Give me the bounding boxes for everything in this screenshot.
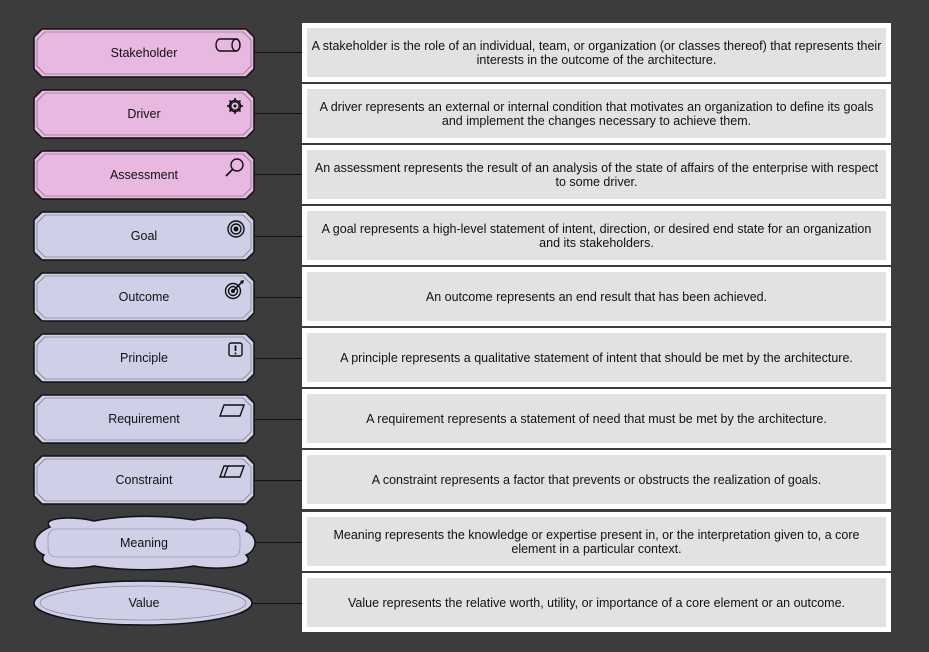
row-principle: Principle A principle represents a quali… [0, 328, 929, 389]
assessment-node[interactable] [33, 150, 255, 200]
row-constraint: Constraint A constraint represents a fac… [0, 450, 929, 511]
row-assessment: Assessment An assessment represents the … [0, 145, 929, 206]
goal-icon [227, 220, 245, 238]
outcome-node[interactable] [33, 272, 255, 322]
connector-line [250, 358, 302, 359]
description-box: A goal represents a high-level statement… [302, 206, 891, 265]
requirement-node[interactable] [33, 394, 255, 444]
meaning-label: Meaning [120, 536, 168, 550]
row-goal: Goal A goal represents a high-level stat… [0, 206, 929, 267]
goal-description: A goal represents a high-level statement… [307, 211, 886, 260]
connector-line [250, 603, 302, 604]
row-driver: Driver A driver represents an external o… [0, 84, 929, 145]
value-label: Value [128, 596, 160, 610]
value-ellipse-icon[interactable] [33, 579, 254, 627]
driver-label: Driver [127, 107, 161, 121]
assessment-label: Assessment [109, 168, 179, 182]
description-box: Value represents the relative worth, uti… [302, 573, 891, 632]
connector-line [250, 480, 302, 481]
connector-line [250, 174, 302, 175]
description-box: A requirement represents a statement of … [302, 389, 891, 448]
principle-label: Principle [120, 351, 168, 365]
principle-node[interactable] [33, 333, 255, 383]
outcome-icon [224, 280, 244, 300]
meaning-cloud-icon[interactable] [34, 515, 256, 571]
principle-description: A principle represents a qualitative sta… [307, 333, 886, 382]
constraint-description: A constraint represents a factor that pr… [307, 455, 886, 504]
outcome-description: An outcome represents an end result that… [307, 272, 886, 321]
connector-line [250, 113, 302, 114]
driver-icon [227, 98, 243, 114]
assessment-description: An assessment represents the result of a… [307, 150, 886, 199]
stakeholder-node[interactable] [33, 28, 255, 78]
goal-label: Goal [130, 229, 158, 243]
outcome-label: Outcome [118, 290, 170, 304]
requirement-description: A requirement represents a statement of … [307, 394, 886, 443]
description-box: A driver represents an external or inter… [302, 84, 891, 143]
connector-line [250, 297, 302, 298]
connector-line [250, 419, 302, 420]
requirement-label: Requirement [108, 412, 180, 426]
constraint-icon [219, 465, 245, 478]
principle-icon [228, 342, 243, 357]
constraint-label: Constraint [115, 473, 173, 487]
constraint-node[interactable] [33, 455, 255, 505]
assessment-icon [225, 158, 244, 177]
value-description: Value represents the relative worth, uti… [307, 578, 886, 627]
stakeholder-description: A stakeholder is the role of an individu… [307, 28, 886, 77]
driver-node[interactable] [33, 89, 255, 139]
row-requirement: Requirement A requirement represents a s… [0, 389, 929, 450]
description-box: A principle represents a qualitative sta… [302, 328, 891, 387]
description-box: A constraint represents a factor that pr… [302, 450, 891, 509]
description-box: Meaning represents the knowledge or expe… [302, 512, 891, 571]
row-stakeholder: Stakeholder A stakeholder is the role of… [0, 23, 929, 84]
row-meaning: Meaning Meaning represents the knowledge… [0, 512, 929, 573]
description-box: An outcome represents an end result that… [302, 267, 891, 326]
connector-line [250, 236, 302, 237]
stakeholder-label: Stakeholder [110, 46, 178, 60]
row-outcome: Outcome An outcome represents an end res… [0, 267, 929, 328]
description-box: A stakeholder is the role of an individu… [302, 23, 891, 82]
description-box: An assessment represents the result of a… [302, 145, 891, 204]
goal-node[interactable] [33, 211, 255, 261]
connector-line [250, 52, 302, 53]
stakeholder-icon [215, 38, 241, 52]
row-value: Value Value represents the relative wort… [0, 573, 929, 634]
meaning-description: Meaning represents the knowledge or expe… [307, 517, 886, 566]
requirement-icon [219, 404, 245, 417]
driver-description: A driver represents an external or inter… [307, 89, 886, 138]
connector-line [250, 542, 302, 543]
